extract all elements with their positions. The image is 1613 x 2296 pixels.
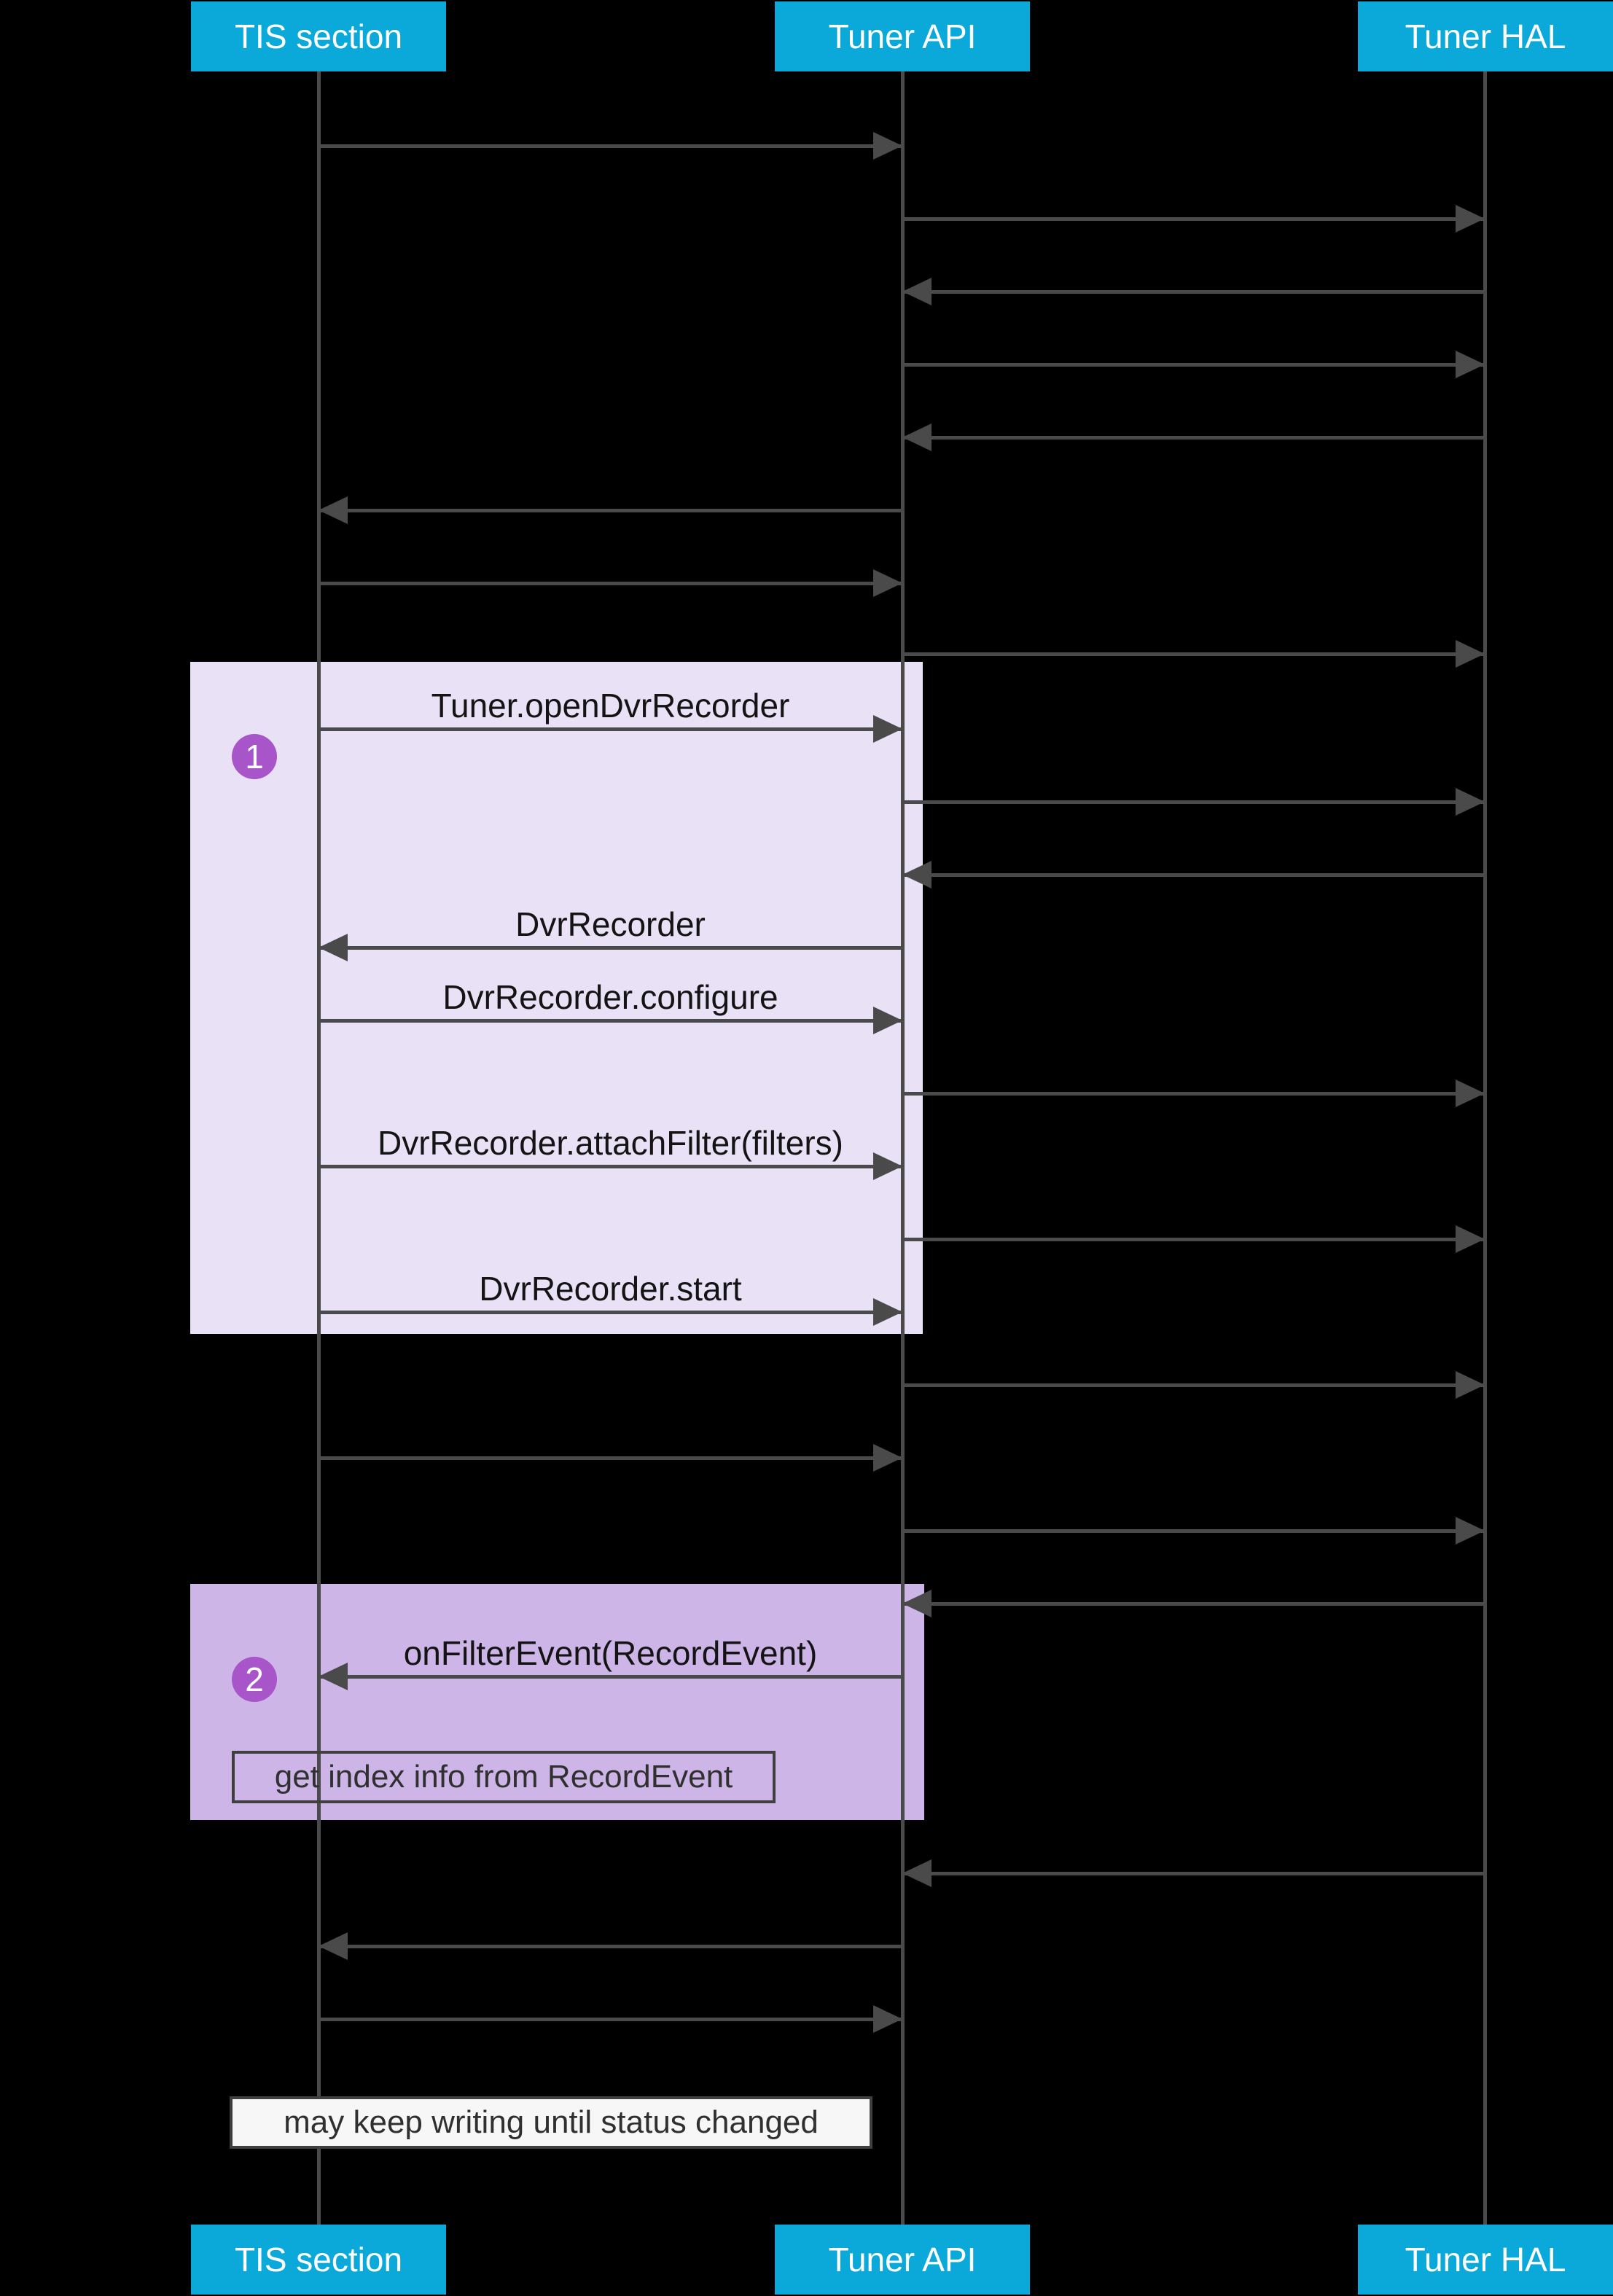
message-arrow — [319, 569, 902, 597]
arrowhead-icon — [319, 1932, 348, 1960]
actor-box-tis-bottom: TIS section — [191, 2225, 446, 2295]
message-arrow — [319, 1444, 902, 1472]
message-arrow — [902, 1590, 1485, 1617]
message-line — [319, 946, 902, 950]
message-arrow — [902, 423, 1485, 451]
message-line — [902, 873, 1485, 877]
message-arrow — [319, 934, 902, 961]
arrowhead-icon — [873, 1298, 902, 1326]
message-arrow — [902, 1371, 1485, 1399]
step-badge-2: 2 — [232, 1657, 277, 1702]
message-line — [902, 217, 1485, 221]
message-arrow — [902, 205, 1485, 233]
note-box-index-info: get index info from RecordEvent — [232, 1751, 776, 1803]
message-arrow — [902, 1517, 1485, 1545]
arrowhead-icon — [1456, 205, 1485, 233]
message-line — [319, 1675, 902, 1679]
arrowhead-icon — [1456, 1371, 1485, 1399]
actor-box-api-bottom: Tuner API — [775, 2225, 1030, 2295]
arrowhead-icon — [902, 1859, 932, 1887]
arrowhead-icon — [319, 934, 348, 961]
message-label: DvrRecorder.start — [479, 1270, 742, 1308]
arrowhead-icon — [1456, 351, 1485, 378]
actor-box-api-top: Tuner API — [775, 1, 1030, 71]
highlight-region-1 — [190, 662, 923, 1334]
step-badge-1: 1 — [232, 734, 277, 779]
message-line — [319, 582, 902, 585]
message-arrow — [902, 640, 1485, 668]
message-line — [902, 1092, 1485, 1096]
message-label: DvrRecorder — [515, 905, 706, 943]
arrowhead-icon — [873, 2005, 902, 2033]
message-line — [902, 1238, 1485, 1241]
message-line — [319, 1456, 902, 1460]
message-line — [902, 1602, 1485, 1606]
message-line — [319, 144, 902, 148]
message-arrow — [319, 132, 902, 160]
lifeline-api — [901, 71, 905, 2225]
message-line — [902, 363, 1485, 367]
message-line — [902, 1529, 1485, 1533]
lifeline-hal — [1483, 71, 1487, 2225]
arrowhead-icon — [1456, 640, 1485, 668]
arrowhead-icon — [902, 1590, 932, 1617]
message-arrow — [319, 1663, 902, 1690]
actor-box-hal-top: Tuner HAL — [1358, 1, 1613, 71]
message-line — [319, 1165, 902, 1168]
message-arrow — [902, 1859, 1485, 1887]
message-line — [902, 1872, 1485, 1875]
arrowhead-icon — [319, 1663, 348, 1690]
arrowhead-icon — [1456, 1079, 1485, 1107]
arrowhead-icon — [1456, 1225, 1485, 1253]
arrowhead-icon — [873, 1007, 902, 1034]
actor-box-hal-bottom: Tuner HAL — [1358, 2225, 1613, 2295]
message-arrow — [319, 2005, 902, 2033]
message-line — [319, 1019, 902, 1023]
message-arrow — [902, 788, 1485, 816]
arrowhead-icon — [902, 278, 932, 305]
message-arrow — [902, 351, 1485, 378]
arrowhead-icon — [873, 1444, 902, 1472]
arrowhead-icon — [873, 132, 902, 160]
message-line — [319, 1945, 902, 1948]
arrowhead-icon — [902, 423, 932, 451]
arrowhead-icon — [1456, 788, 1485, 816]
message-arrow — [319, 496, 902, 524]
message-label: onFilterEvent(RecordEvent) — [403, 1634, 818, 1672]
arrowhead-icon — [873, 715, 902, 743]
message-arrow — [902, 861, 1485, 889]
message-arrow — [319, 1932, 902, 1960]
arrowhead-icon — [873, 569, 902, 597]
actor-box-tis-top: TIS section — [191, 1, 446, 71]
arrowhead-icon — [319, 496, 348, 524]
message-line — [902, 800, 1485, 804]
message-label: Tuner.openDvrRecorder — [431, 687, 790, 725]
message-line — [902, 652, 1485, 656]
highlight-region-2 — [190, 1584, 924, 1820]
message-line — [319, 1311, 902, 1314]
message-arrow — [902, 1225, 1485, 1253]
lifeline-tis — [317, 71, 321, 2225]
message-line — [902, 1383, 1485, 1387]
message-arrow — [319, 1152, 902, 1180]
message-line — [319, 509, 902, 512]
message-arrow — [319, 1007, 902, 1034]
message-line — [902, 436, 1485, 440]
message-label: DvrRecorder.configure — [442, 978, 778, 1016]
message-line — [902, 290, 1485, 294]
arrowhead-icon — [1456, 1517, 1485, 1545]
message-arrow — [902, 278, 1485, 305]
arrowhead-icon — [873, 1152, 902, 1180]
message-arrow — [319, 1298, 902, 1326]
message-line — [319, 727, 902, 731]
message-arrow — [902, 1079, 1485, 1107]
arrowhead-icon — [902, 861, 932, 889]
message-label: DvrRecorder.attachFilter(filters) — [377, 1124, 844, 1162]
note-box-keep-writing: may keep writing until status changed — [230, 2096, 872, 2149]
message-line — [319, 2018, 902, 2021]
message-arrow — [319, 715, 902, 743]
